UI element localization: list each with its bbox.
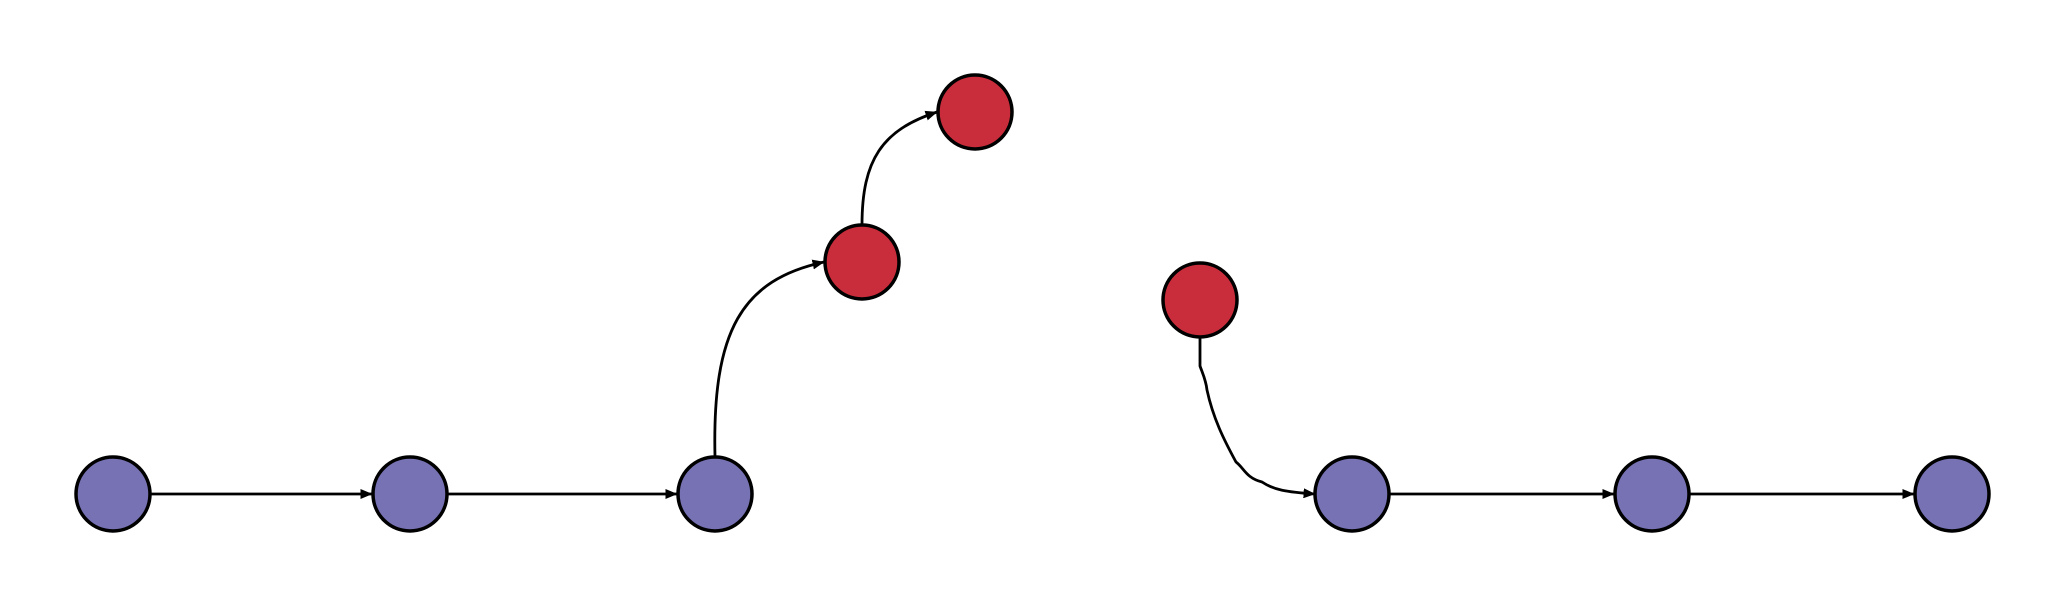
node-blue-b2 xyxy=(371,455,449,533)
node-red-r1 xyxy=(823,223,901,301)
node-blue-b5 xyxy=(1613,455,1691,533)
node-red-r2 xyxy=(936,73,1014,151)
edges-layer xyxy=(150,110,1915,499)
node-red-r3 xyxy=(1161,261,1239,339)
nodes-layer xyxy=(74,73,1991,533)
node-blue-b4 xyxy=(1313,455,1391,533)
edge-r3-to-b4 xyxy=(1198,337,1316,499)
edge-r1-to-r2 xyxy=(860,110,938,226)
node-blue-b3 xyxy=(676,455,754,533)
node-blue-b6 xyxy=(1913,455,1991,533)
node-blue-b1 xyxy=(74,455,152,533)
edge-b3-to-r1 xyxy=(713,259,825,458)
